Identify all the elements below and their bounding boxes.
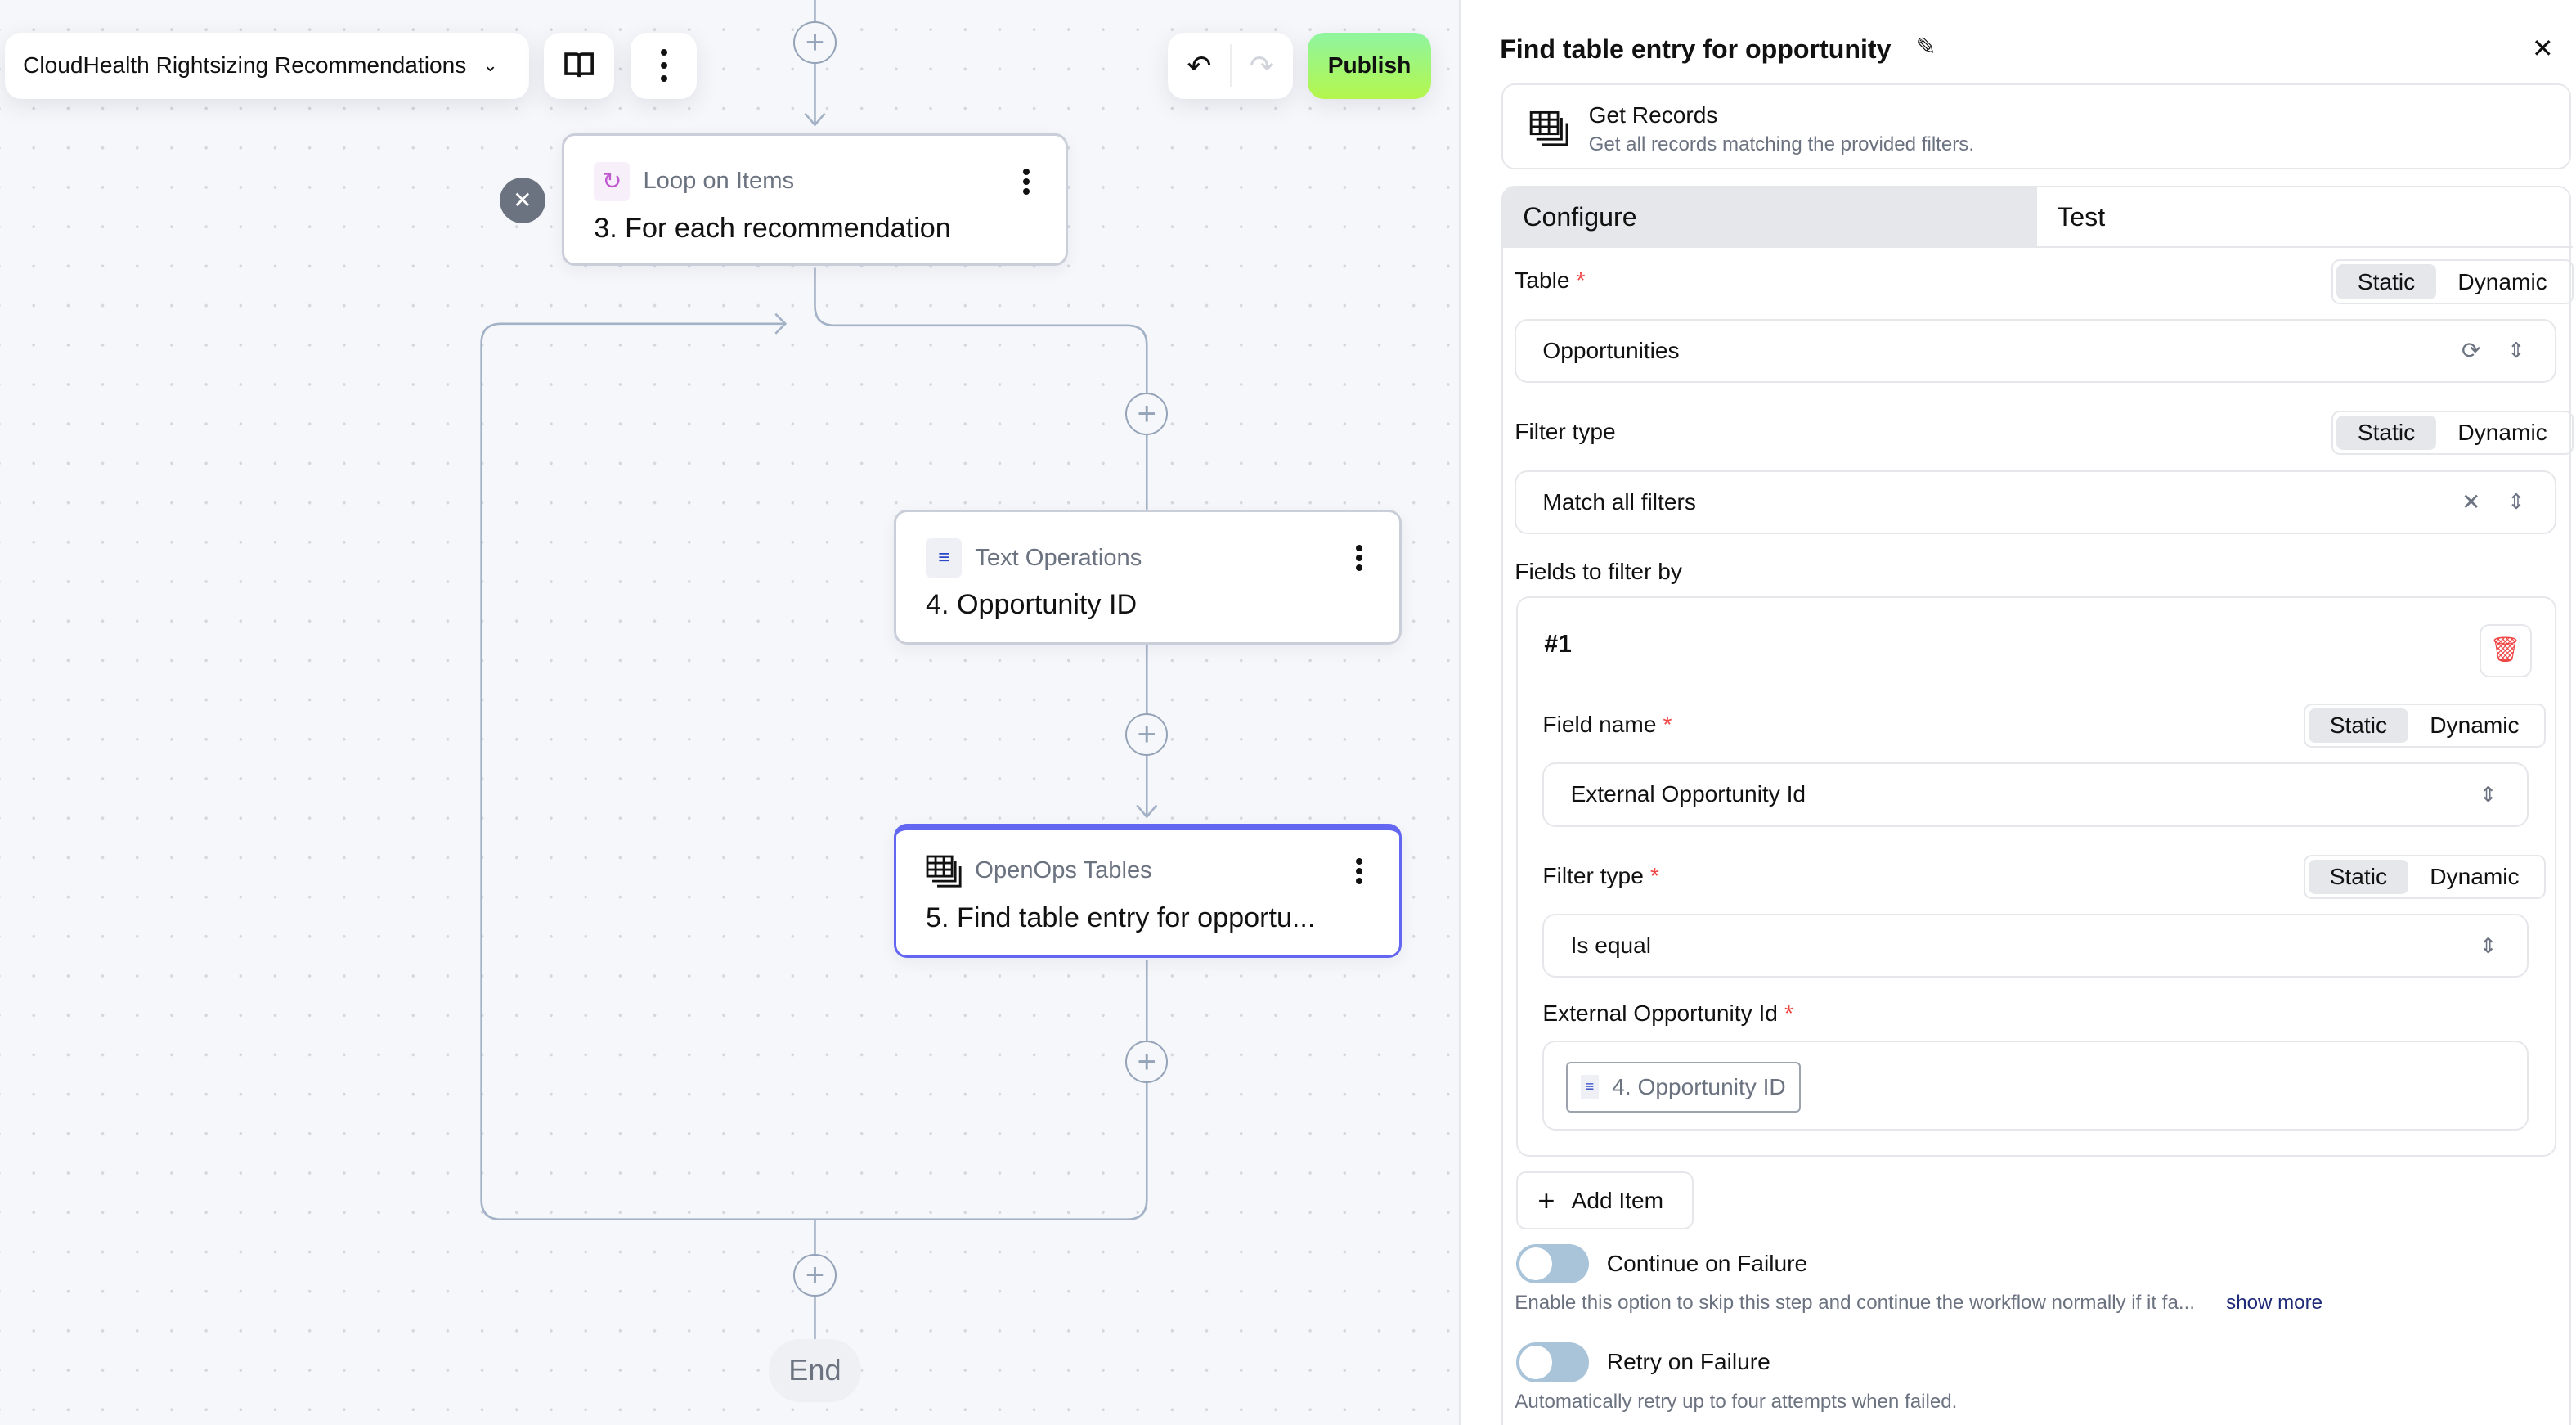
dynamic-option[interactable]: Dynamic xyxy=(2430,712,2520,738)
action-name: Get Records xyxy=(1588,101,1718,128)
filter-type-label: Filter type xyxy=(1515,419,1616,445)
publish-button[interactable]: Publish xyxy=(1308,33,1431,99)
continue-on-failure-label: Continue on Failure xyxy=(1606,1250,1808,1276)
chevron-up-down-icon: ⇕ xyxy=(2479,933,2497,958)
dynamic-option[interactable]: Dynamic xyxy=(2430,863,2520,889)
field-name-label: Field name* xyxy=(1542,711,1672,737)
filter-type-value: Match all filters xyxy=(1542,488,1696,515)
table-mode-toggle[interactable]: Static Dynamic xyxy=(2331,259,2574,304)
item-filter-type-mode-toggle[interactable]: Static Dynamic xyxy=(2303,854,2546,899)
node-menu-button[interactable] xyxy=(1022,165,1033,198)
action-card[interactable]: Get Records Get all records matching the… xyxy=(1501,83,2572,169)
item-filter-type-label: Filter type* xyxy=(1542,862,1659,888)
kebab-icon xyxy=(660,49,667,56)
step-settings-panel: Find table entry for opportunity ✎ ✕ Get… xyxy=(1458,0,2576,1425)
field-name-value: External Opportunity Id xyxy=(1570,781,1806,807)
history-controls: ↶ ↷ xyxy=(1168,33,1294,99)
table-label: Table* xyxy=(1515,267,1586,294)
chip-label: 4. Opportunity ID xyxy=(1612,1073,1786,1099)
value-field-input[interactable]: ≡ 4. Opportunity ID xyxy=(1542,1040,2529,1131)
step-reference-chip[interactable]: ≡ 4. Opportunity ID xyxy=(1565,1061,1801,1113)
node-title: 4. Opportunity ID xyxy=(926,589,1138,621)
node-title: 3. For each recommendation xyxy=(594,213,951,245)
static-option[interactable]: Static xyxy=(2308,708,2409,744)
add-step-button[interactable]: + xyxy=(1125,1040,1169,1083)
retry-on-failure-toggle[interactable] xyxy=(1516,1342,1589,1382)
filter-item-card: #1 🗑 xyxy=(1516,596,2556,1158)
retry-on-failure-label: Retry on Failure xyxy=(1606,1349,1770,1375)
flow-node-openops-tables[interactable]: OpenOps Tables 5. Find table entry for o… xyxy=(893,823,1402,959)
item-filter-type-value: Is equal xyxy=(1570,933,1652,959)
table-select[interactable]: Opportunities ⟳ ⇕ xyxy=(1515,318,2556,384)
clear-icon[interactable]: ✕ xyxy=(2462,489,2481,515)
field-name-select[interactable]: External Opportunity Id ⇕ xyxy=(1542,762,2529,827)
node-title: 5. Find table entry for opportu... xyxy=(926,901,1316,933)
add-step-button[interactable]: + xyxy=(1125,712,1169,757)
table-icon xyxy=(1530,110,1568,146)
static-option[interactable]: Static xyxy=(2336,416,2437,451)
flow-name: CloudHealth Rightsizing Recommendations xyxy=(23,52,467,79)
end-node: End xyxy=(769,1339,861,1402)
book-icon xyxy=(564,52,595,78)
node-app-name: OpenOps Tables xyxy=(975,857,1152,884)
filter-item-index: #1 xyxy=(1544,631,1572,659)
item-filter-type-select[interactable]: Is equal ⇕ xyxy=(1542,914,2529,978)
node-menu-button[interactable] xyxy=(1356,855,1366,888)
more-options-button[interactable] xyxy=(631,33,697,99)
loop-icon: ↻ xyxy=(594,161,631,202)
continue-on-failure-description: Enable this option to skip this step and… xyxy=(1515,1292,2195,1315)
node-app-name: Text Operations xyxy=(975,544,1142,571)
plus-icon: + xyxy=(1537,1183,1555,1217)
flow-node-loop[interactable]: ↻ Loop on Items 3. For each recommendatio… xyxy=(562,133,1068,267)
dynamic-option[interactable]: Dynamic xyxy=(2457,420,2547,446)
config-container: Configure Test xyxy=(1501,186,2574,1425)
redo-button[interactable]: ↷ xyxy=(1249,48,1275,83)
add-step-button[interactable]: + xyxy=(793,21,837,65)
static-option[interactable]: Static xyxy=(2336,264,2437,299)
tab-configure[interactable]: Configure xyxy=(1503,187,2038,247)
value-field-label: External Opportunity Id* xyxy=(1542,1000,1793,1027)
trash-icon: 🗑 xyxy=(2489,636,2521,664)
flow-canvas[interactable]: CloudHealth Rightsizing Recommendations … xyxy=(0,0,1459,1425)
fields-to-filter-label: Fields to filter by xyxy=(1515,559,1682,585)
filter-type-select[interactable]: Match all filters ✕ ⇕ xyxy=(1515,470,2556,534)
close-icon[interactable]: ✕ xyxy=(2531,34,2554,64)
chevron-up-down-icon: ⇕ xyxy=(2506,338,2525,363)
add-step-button[interactable]: + xyxy=(1125,393,1169,436)
flow-node-text-operations[interactable]: ≡ Text Operations 4. Opportunity ID xyxy=(893,509,1402,645)
continue-on-failure-toggle[interactable] xyxy=(1516,1243,1589,1284)
flow-name-dropdown[interactable]: CloudHealth Rightsizing Recommendations … xyxy=(5,33,529,99)
flow-connectors xyxy=(480,0,1158,1340)
edit-title-icon[interactable]: ✎ xyxy=(1915,34,1936,61)
filter-type-mode-toggle[interactable]: Static Dynamic xyxy=(2331,411,2574,456)
step-title: Find table entry for opportunity xyxy=(1500,34,1892,65)
delete-item-button[interactable]: 🗑 xyxy=(2479,624,2532,677)
docs-button[interactable] xyxy=(543,33,615,99)
table-value: Opportunities xyxy=(1542,337,1680,363)
chevron-up-down-icon: ⇕ xyxy=(2479,781,2497,807)
refresh-icon[interactable]: ⟳ xyxy=(2462,338,2481,364)
node-menu-button[interactable] xyxy=(1356,542,1366,574)
add-item-button[interactable]: +Add Item xyxy=(1516,1171,1694,1229)
chevron-up-down-icon: ⇕ xyxy=(2506,489,2525,515)
add-step-button[interactable]: + xyxy=(793,1253,837,1297)
action-description: Get all records matching the provided fi… xyxy=(1588,133,1975,155)
table-icon xyxy=(926,852,962,891)
node-app-name: Loop on Items xyxy=(643,168,795,195)
text-edit-icon: ≡ xyxy=(926,537,963,578)
chevron-down-icon: ⌄ xyxy=(482,55,498,76)
show-more-link[interactable]: show more xyxy=(2226,1292,2323,1315)
static-option[interactable]: Static xyxy=(2308,859,2409,894)
retry-on-failure-description: Automatically retry up to four attempts … xyxy=(1515,1390,1958,1413)
undo-button[interactable]: ↶ xyxy=(1187,48,1212,83)
tab-test[interactable]: Test xyxy=(2057,202,2106,232)
text-edit-icon: ≡ xyxy=(1580,1075,1600,1099)
dynamic-option[interactable]: Dynamic xyxy=(2457,268,2547,294)
collapse-loop-button[interactable]: ✕ xyxy=(499,177,545,224)
field-name-mode-toggle[interactable]: Static Dynamic xyxy=(2303,703,2546,748)
